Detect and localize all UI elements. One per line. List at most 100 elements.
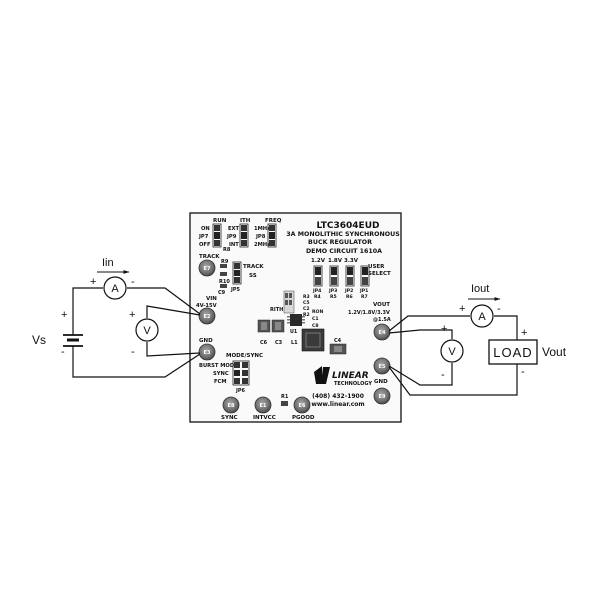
turret-e6-id: E6 bbox=[299, 403, 306, 409]
vin-label: VIN bbox=[206, 296, 217, 302]
turret-e8-id: E8 bbox=[228, 403, 235, 409]
board-subtitle-2: BUCK REGULATOR bbox=[308, 239, 372, 246]
vsel-jumper-jp2[interactable] bbox=[345, 265, 355, 287]
mode-sync-jumper-header[interactable] bbox=[232, 360, 250, 386]
iin-label: Iin bbox=[102, 257, 114, 269]
logo-main-text: LINEAR bbox=[332, 371, 369, 381]
r3-label: R3 bbox=[303, 294, 310, 300]
sync-label: SYNC bbox=[221, 415, 238, 421]
board-subtitle-1: 3A MONOLITHIC SYNCHRONOUS bbox=[286, 231, 400, 238]
c1-label: C1 bbox=[312, 316, 319, 322]
turret-e9-gnd[interactable] bbox=[373, 387, 391, 405]
c5-label: C5 bbox=[303, 300, 310, 306]
vsel-jumper-jp3[interactable] bbox=[329, 265, 339, 287]
logo-sub-text: TECHNOLOGY bbox=[334, 381, 372, 387]
r9-part bbox=[220, 264, 227, 268]
vsel-jumper-jp4[interactable] bbox=[313, 265, 323, 287]
c4-label: C4 bbox=[334, 338, 342, 344]
turret-e7-id: E7 bbox=[204, 266, 211, 272]
r10-part bbox=[220, 272, 227, 276]
load-minus-sign: - bbox=[521, 366, 525, 378]
ith-opt-int: INT bbox=[229, 242, 239, 248]
track-ss-jumper-header[interactable] bbox=[232, 261, 242, 285]
turret-e1-intvcc[interactable] bbox=[254, 396, 272, 414]
load-label: LOAD bbox=[493, 345, 532, 360]
jp4-ref: JP4 bbox=[312, 288, 321, 294]
track-opt-label: TRACK bbox=[243, 264, 264, 270]
turret-e8-sync[interactable] bbox=[222, 396, 240, 414]
board-title: LTC3604EUD bbox=[317, 221, 380, 231]
linear-logo: LINEAR TECHNOLOGY bbox=[314, 366, 372, 387]
l1-label: L1 bbox=[291, 340, 298, 346]
turret-e2-vin[interactable] bbox=[198, 307, 216, 325]
freq-jumper-header[interactable] bbox=[267, 223, 277, 248]
iout-label: Iout bbox=[471, 283, 489, 295]
freq-ref: JP8 bbox=[255, 234, 266, 240]
r9-label: R9 bbox=[221, 259, 229, 265]
output-voltmeter-symbol: V bbox=[448, 346, 456, 358]
output-voltmeter-plus: + bbox=[441, 323, 447, 335]
load-plus-sign: + bbox=[521, 327, 527, 339]
website: www.linear.com bbox=[311, 401, 364, 408]
turret-e9-id: E9 bbox=[379, 394, 386, 400]
vsel-jumper-jp1[interactable] bbox=[360, 265, 370, 287]
turret-e7[interactable] bbox=[198, 259, 216, 277]
vout-options: 1.2V/1.8V/3.3V bbox=[348, 310, 390, 316]
pgood-label: PGOOD bbox=[292, 415, 315, 421]
output-ammeter bbox=[470, 304, 494, 328]
output-ammeter-symbol: A bbox=[478, 311, 486, 323]
c6-label: C6 bbox=[260, 340, 268, 346]
vs-label: Vs bbox=[32, 333, 46, 347]
turret-e3-gnd[interactable] bbox=[198, 343, 216, 361]
input-wiring bbox=[72, 287, 201, 378]
ith-jumper-header[interactable] bbox=[239, 223, 249, 248]
input-voltmeter-plus: + bbox=[129, 309, 135, 321]
input-ammeter bbox=[103, 276, 127, 300]
input-ammeter-minus: - bbox=[131, 276, 135, 288]
phone-number: (408) 432-1900 bbox=[312, 393, 364, 400]
freq-jumper-title: FREQ bbox=[265, 218, 282, 224]
ith-ref: JP9 bbox=[226, 234, 237, 240]
run-jumper-header[interactable] bbox=[212, 223, 222, 248]
gnd-out-label: GND bbox=[374, 379, 388, 385]
ith-jumper-title: ITH bbox=[240, 218, 251, 224]
jp5-ref: JP5 bbox=[230, 287, 241, 293]
c2-label: C2 bbox=[303, 306, 310, 312]
track-turret-label: TRACK bbox=[199, 254, 220, 260]
output-wiring bbox=[388, 315, 518, 396]
vout-current: @1.5A bbox=[373, 317, 391, 323]
r5-label: R5 bbox=[330, 294, 337, 300]
jp1-ref: JP1 bbox=[359, 288, 368, 294]
turret-e2-id: E2 bbox=[204, 314, 211, 320]
mode-opt-fcm: FCM bbox=[214, 379, 227, 385]
turret-e3-id: E3 bbox=[204, 350, 211, 356]
r10-label: R10 bbox=[219, 279, 230, 285]
turret-e4-id: E4 bbox=[379, 330, 386, 336]
output-voltmeter bbox=[440, 339, 464, 363]
c8-label: C8 bbox=[312, 323, 319, 329]
turret-e6-pgood[interactable] bbox=[293, 396, 311, 414]
battery-plus-sign: + bbox=[61, 309, 67, 321]
r1-label: R1 bbox=[281, 394, 289, 400]
jp3-ref: JP3 bbox=[328, 288, 337, 294]
turret-e4-vout[interactable] bbox=[373, 323, 391, 341]
r2-label: R2 bbox=[303, 312, 310, 318]
run-ref: JP7 bbox=[198, 234, 209, 240]
l1-inductor bbox=[301, 328, 325, 352]
jp2-ref: JP2 bbox=[344, 288, 353, 294]
vout-external-label: Vout bbox=[542, 345, 567, 359]
output-ammeter-minus: - bbox=[497, 303, 501, 315]
input-voltmeter bbox=[135, 318, 159, 342]
input-ammeter-plus: + bbox=[90, 276, 96, 288]
c9-part bbox=[220, 284, 227, 288]
battery-vs bbox=[63, 334, 83, 347]
freq-opt-1mhz: 1MHz bbox=[254, 226, 270, 232]
c9-label: C9 bbox=[218, 290, 226, 296]
vin-range: 4V-15V bbox=[196, 303, 217, 309]
rith-label: RITH bbox=[270, 307, 283, 313]
select-label: SELECT bbox=[368, 271, 391, 277]
run-opt-on: ON bbox=[201, 226, 210, 232]
input-voltmeter-minus: - bbox=[131, 346, 135, 358]
